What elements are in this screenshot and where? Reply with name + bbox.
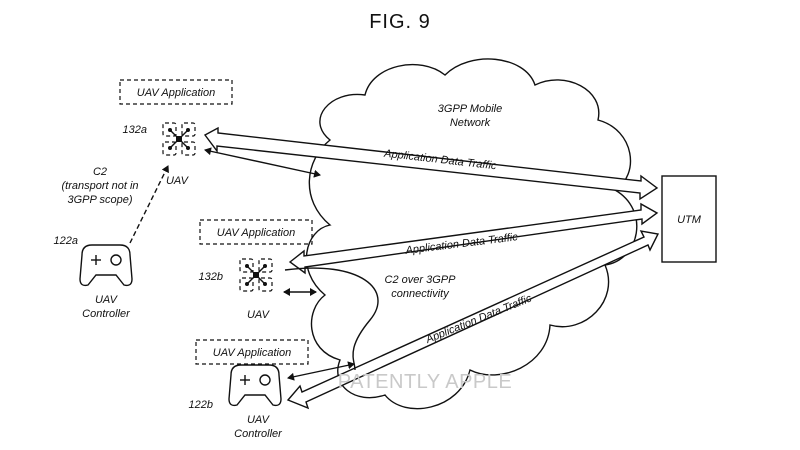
uav-a-ref: 132a — [123, 124, 147, 136]
figure-title: FIG. 9 — [369, 11, 431, 33]
traffic-label-3: Application Data Traffic — [423, 292, 534, 346]
controller-b-line1: UAV — [247, 414, 271, 426]
c2-3gpp-curve — [284, 267, 379, 371]
c2-dashed-link — [129, 165, 169, 244]
uav-b-drone-icon — [239, 258, 273, 292]
network-label-line1: 3GPP Mobile — [438, 103, 502, 115]
controller-a-gamepad-icon — [79, 244, 133, 287]
c2-3gpp-line2: connectivity — [391, 288, 450, 300]
uav-a-drone-icon — [162, 122, 196, 156]
uav-a-app-box — [119, 79, 233, 105]
controller-b-gamepad-icon — [228, 364, 282, 407]
c2-transport-line3: 3GPP scope) — [67, 194, 132, 206]
controller-b-app-box — [195, 339, 309, 365]
uav-b-app-label: UAV Application — [217, 227, 295, 239]
network-label-line2: Network — [450, 117, 491, 129]
c2-transport-line2: (transport not in — [61, 180, 138, 192]
controller-b-ref: 122b — [189, 399, 213, 411]
controller-b-cloud-link — [287, 361, 355, 381]
watermark: PATENTLY APPLE — [338, 371, 512, 393]
utm-label: UTM — [677, 214, 702, 226]
uav-a-label: UAV — [166, 175, 190, 187]
c2-transport-line1: C2 — [93, 166, 107, 178]
network-cloud — [305, 58, 638, 410]
uav-a-app-label: UAV Application — [137, 87, 215, 99]
traffic-arrow-2 — [288, 202, 659, 275]
uav-b-app-box — [199, 219, 313, 245]
controller-b-line2: Controller — [234, 428, 283, 440]
uav-b-label: UAV — [247, 309, 271, 321]
utm-box — [661, 175, 717, 263]
controller-a-ref: 122a — [54, 235, 78, 247]
traffic-arrow-3 — [286, 230, 660, 410]
uav-a-cloud-link — [204, 147, 321, 178]
controller-a-line2: Controller — [82, 308, 131, 320]
c2-3gpp-line1: C2 over 3GPP — [385, 274, 457, 286]
uav-b-ref: 132b — [199, 271, 223, 283]
controller-a-line1: UAV — [95, 294, 119, 306]
controller-b-app-label: UAV Application — [213, 347, 291, 359]
